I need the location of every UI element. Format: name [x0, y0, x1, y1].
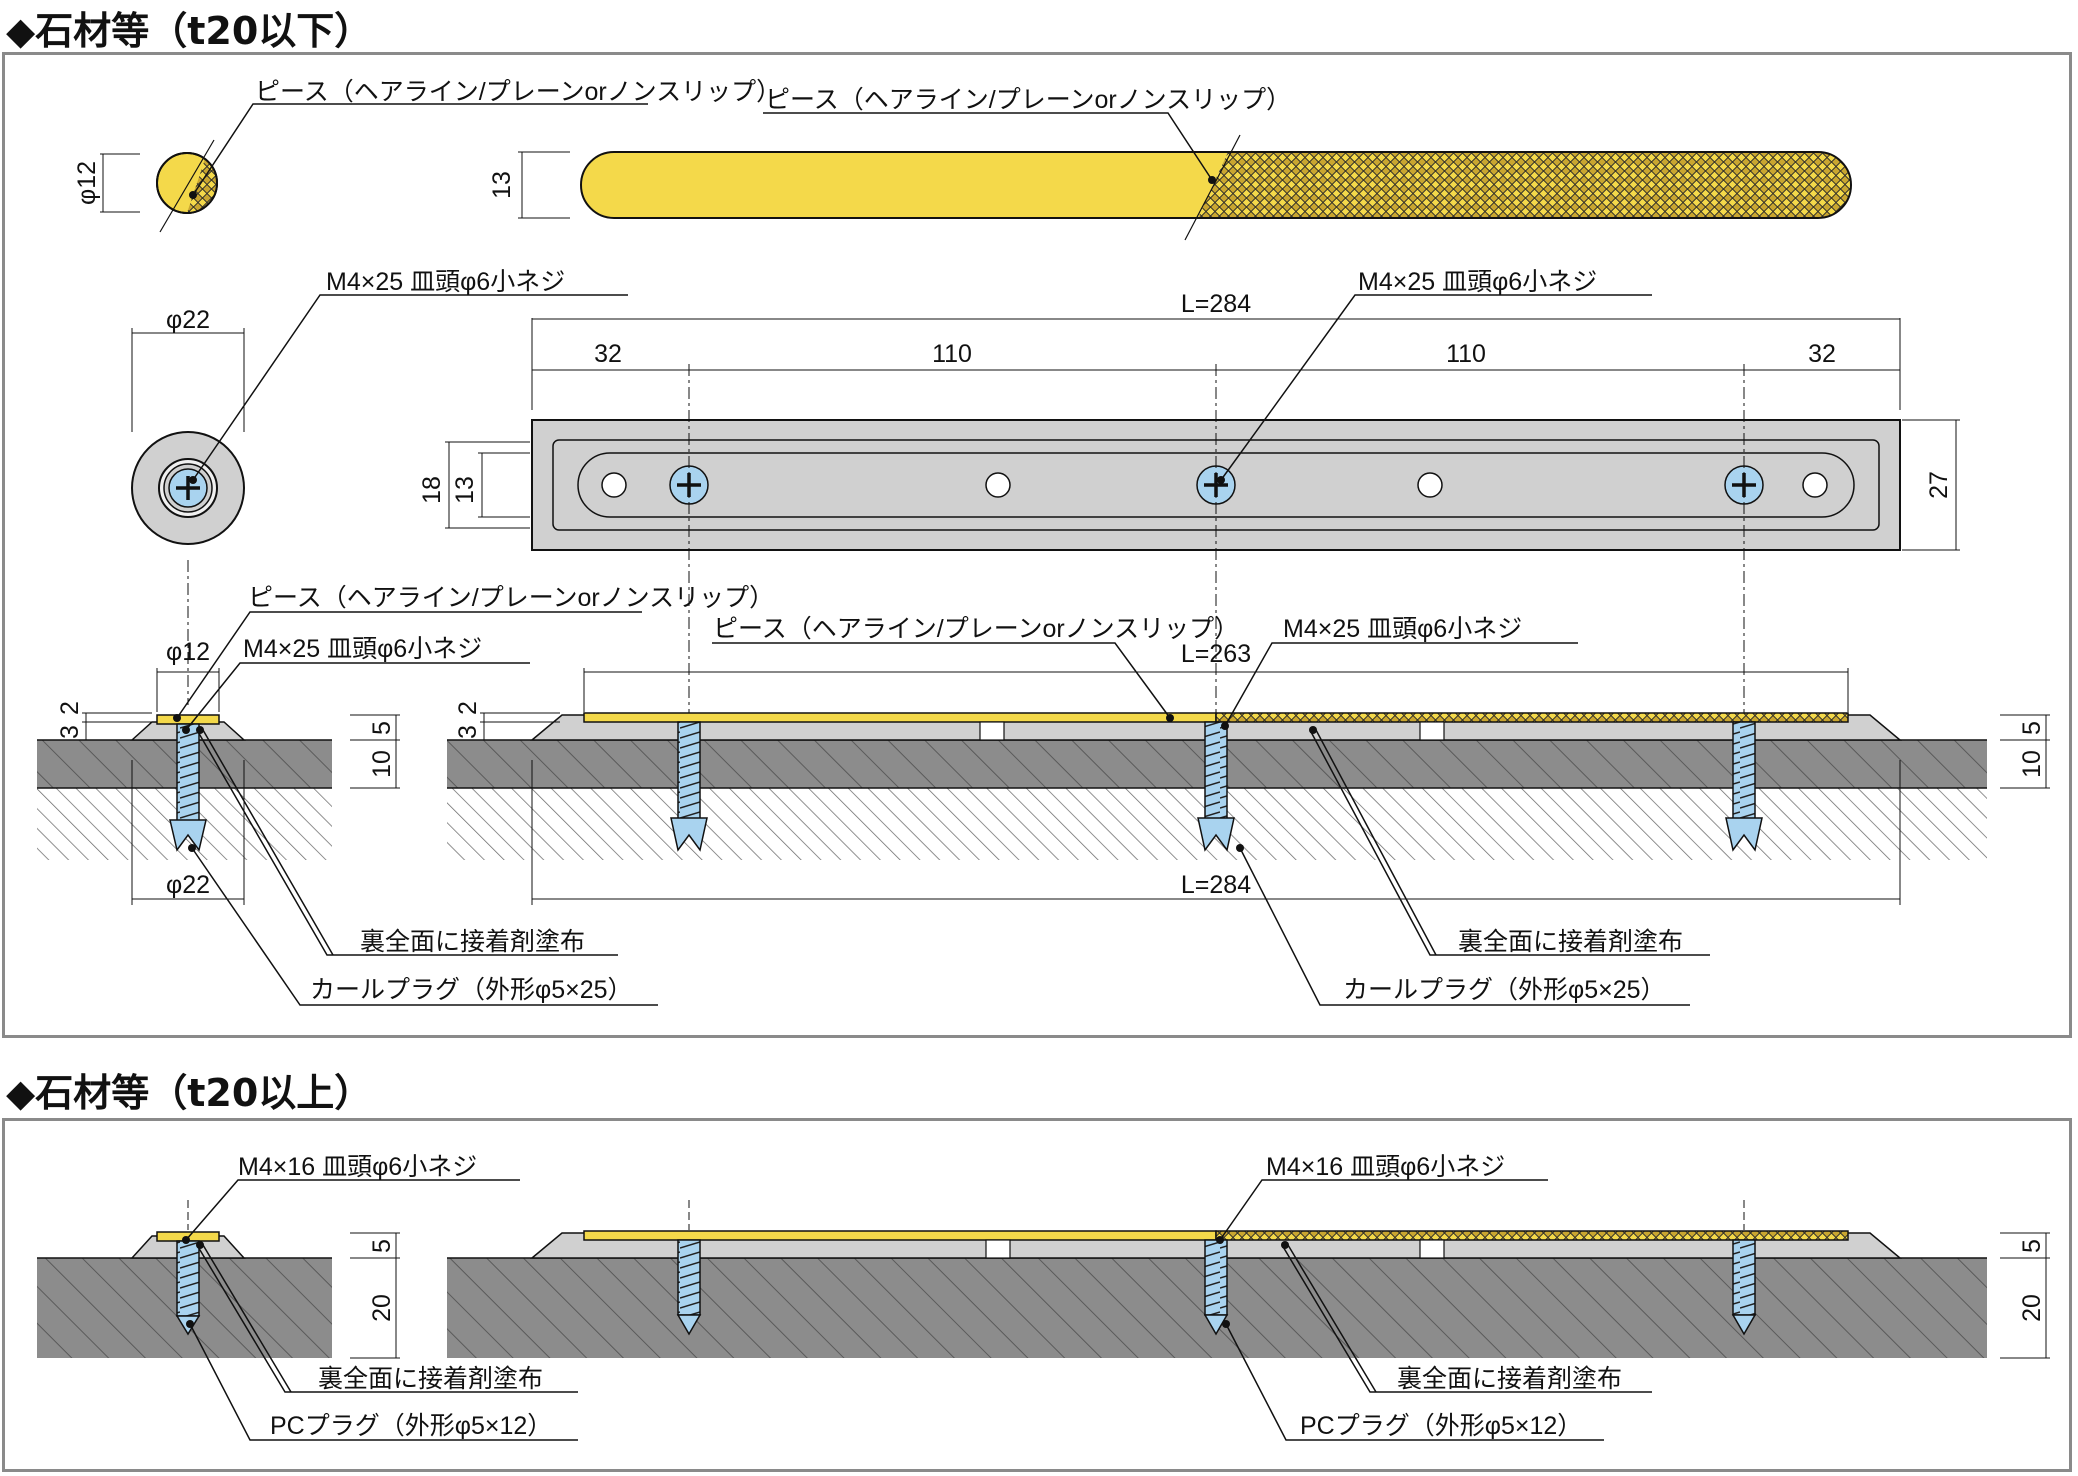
callout-screw-c: M4×25 皿頭φ6小ネジ — [182, 635, 530, 734]
dim-h13-text: 13 — [488, 171, 516, 199]
dim-s2-20b: 20 — [2018, 1294, 2046, 1322]
dim-s2-5b: 5 — [2018, 1239, 2046, 1253]
dim-2a: 2 — [56, 701, 84, 715]
dim-18: 18 — [418, 476, 446, 504]
s2-callout-plug-a: PCプラグ（外形φ5×12） — [186, 1320, 578, 1441]
s2-callout-adhesive-b: 裏全面に接着剤塗布 — [1281, 1241, 1652, 1393]
s2-callout-adhesive-b-text: 裏全面に接着剤塗布 — [1397, 1365, 1622, 1393]
s2-callout-screw-a: M4×16 皿頭φ6小ネジ — [182, 1153, 520, 1244]
callout-piece-b-text: ピース（ヘアライン/プレーンorノンスリップ） — [765, 86, 1291, 114]
dim-phi12-top-text: φ12 — [73, 161, 101, 205]
callout-screw-d-text: M4×25 皿頭φ6小ネジ — [1283, 615, 1522, 643]
dim-27: 27 — [1925, 471, 1953, 499]
dim-phi22-top-text: φ22 — [166, 306, 210, 334]
callout-piece-c-text: ピース（ヘアライン/プレーンorノンスリップ） — [248, 584, 774, 612]
dim-L284-top: L=284 — [1181, 290, 1251, 318]
dim-phi22-bot: φ22 — [166, 871, 210, 899]
dim-h13: 13 — [488, 151, 570, 219]
callout-plug-a: カールプラグ（外形φ5×25） — [188, 844, 658, 1006]
dim-32a: 32 — [594, 340, 622, 368]
dim-10a: 10 — [368, 750, 396, 778]
s2-callout-screw-b-text: M4×16 皿頭φ6小ネジ — [1266, 1153, 1505, 1181]
dim-phi22-top: φ22 — [131, 306, 245, 432]
callout-piece-c: ピース（ヘアライン/プレーンorノンスリップ） — [173, 584, 774, 722]
callout-piece-b: ピース（ヘアライン/プレーンorノンスリップ） — [763, 86, 1291, 184]
s2-callout-adhesive-a-text: 裏全面に接着剤塗布 — [318, 1365, 543, 1393]
dim-5b: 5 — [2018, 721, 2046, 735]
callout-piece-a: ピース（ヘアライン/プレーンorノンスリップ） — [189, 78, 781, 199]
callout-screw-a-text: M4×25 皿頭φ6小ネジ — [326, 268, 565, 296]
dim-2b: 2 — [454, 701, 482, 715]
s2-callout-screw-b: M4×16 皿頭φ6小ネジ — [1216, 1153, 1548, 1244]
section2-heading: ◆石材等（t20以上） — [6, 1071, 373, 1115]
callout-screw-c-text: M4×25 皿頭φ6小ネジ — [243, 635, 482, 663]
section1-heading: ◆石材等（t20以下） — [6, 9, 373, 53]
callout-plug-b: カールプラグ（外形φ5×25） — [1236, 844, 1690, 1006]
dim-10b: 10 — [2018, 750, 2046, 778]
section1-bar-assembly — [529, 712, 1903, 852]
round-piece-top — [156, 139, 218, 233]
dim-3a: 3 — [56, 725, 84, 739]
s2-callout-plug-a-text: PCプラグ（外形φ5×12） — [270, 1412, 552, 1440]
s2-callout-plug-b: PCプラグ（外形φ5×12） — [1222, 1320, 1604, 1441]
dim-5a: 5 — [368, 721, 396, 735]
section1-section-dims — [82, 668, 2050, 905]
dim-s2-20a: 20 — [368, 1294, 396, 1322]
s2-callout-screw-a-text: M4×16 皿頭φ6小ネジ — [238, 1153, 477, 1181]
callout-adhesive-b: 裏全面に接着剤塗布 — [1309, 726, 1710, 956]
callout-piece-d: ピース（ヘアライン/プレーンorノンスリップ） — [712, 615, 1239, 722]
s2-callout-adhesive-a: 裏全面に接着剤塗布 — [196, 1241, 578, 1393]
callout-screw-b-text: M4×25 皿頭φ6小ネジ — [1358, 268, 1597, 296]
callout-plug-b-text: カールプラグ（外形φ5×25） — [1343, 976, 1666, 1004]
callout-adhesive-a: 裏全面に接着剤塗布 — [196, 726, 618, 956]
callout-plug-a-text: カールプラグ（外形φ5×25） — [310, 976, 633, 1004]
section2-dims — [350, 1232, 2050, 1359]
dim-s2-5a: 5 — [368, 1239, 396, 1253]
callout-piece-d-text: ピース（ヘアライン/プレーンorノンスリップ） — [713, 615, 1239, 643]
dims-plate-height — [445, 419, 1960, 551]
s2-callout-plug-b-text: PCプラグ（外形φ5×12） — [1300, 1412, 1582, 1440]
dim-110a: 110 — [932, 340, 972, 368]
callout-screw-a: M4×25 皿頭φ6小ネジ — [189, 268, 628, 484]
callout-screw-d: M4×25 皿頭φ6小ネジ — [1221, 615, 1578, 730]
section2-bar-assembly — [187, 1200, 1903, 1336]
dim-L284-bot: L=284 — [1181, 871, 1251, 899]
dim-phi12-sec: φ12 — [166, 638, 210, 666]
dim-3b: 3 — [454, 725, 482, 739]
callout-piece-a-text: ピース（ヘアライン/プレーンorノンスリップ） — [255, 78, 781, 106]
callout-adhesive-a-text: 裏全面に接着剤塗布 — [360, 928, 585, 956]
piece-bar-top — [580, 134, 1852, 241]
dim-phi12-top: φ12 — [73, 153, 140, 213]
callout-screw-b: M4×25 皿頭φ6小ネジ — [1217, 268, 1652, 484]
dim-13b: 13 — [451, 476, 479, 504]
dim-L263: L=263 — [1181, 640, 1251, 668]
round-base-plan — [131, 431, 245, 545]
section1-round-assembly — [130, 714, 246, 852]
dim-32b: 32 — [1808, 340, 1836, 368]
dim-110b: 110 — [1446, 340, 1486, 368]
callout-adhesive-b-text: 裏全面に接着剤塗布 — [1458, 928, 1683, 956]
